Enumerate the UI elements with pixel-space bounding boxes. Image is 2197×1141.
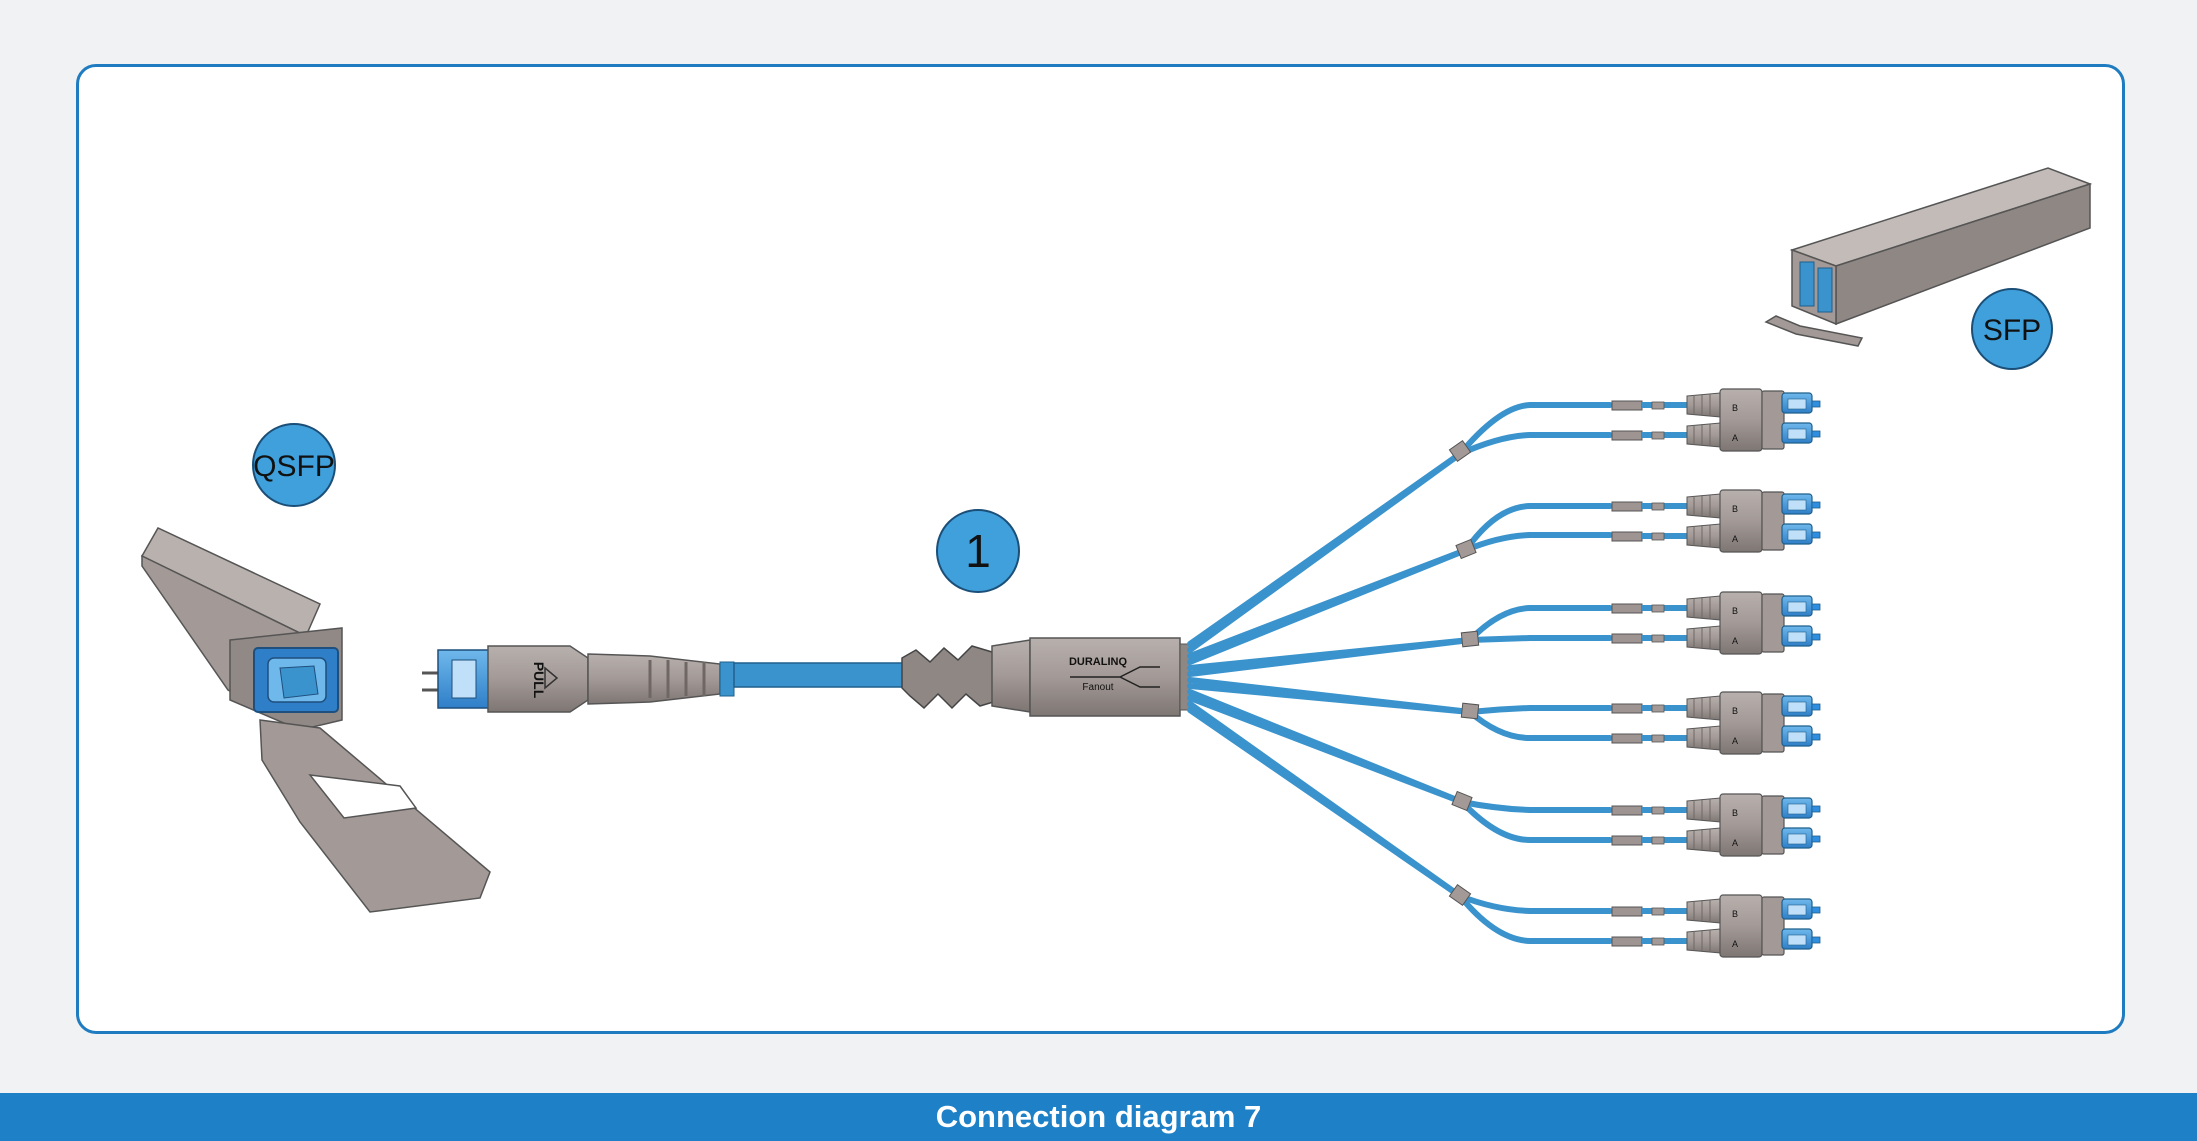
trunk-cable [733,662,905,688]
cable-number-badge [936,509,1020,593]
fanout-sub: Fanout [1082,682,1113,693]
qsfp-module-icon [140,527,491,913]
sfp-label: SFP [1983,314,2041,347]
leg-splice-sleeves [1448,439,1480,907]
fanout-brand: DURALINQ [1069,656,1127,668]
qsfp-label: QSFP [253,450,335,483]
cable-number: 1 [965,525,991,577]
sfp-module-icon [1764,167,2093,347]
lc-duplex-connector-icon [1612,389,1820,957]
qsfp-badge [252,423,336,507]
fanout-housing-icon: DURALINQ Fanout [901,637,1191,717]
diagram-caption: Connection diagram 7 [935,1099,1262,1134]
breakout-legs [1187,402,1613,944]
pull-label: PULL [531,662,547,699]
caption-bar: Connection diagram 7 [0,1093,2197,1141]
sfp-badge [1971,288,2053,370]
mpo-connector-icon: PULL [422,645,735,713]
